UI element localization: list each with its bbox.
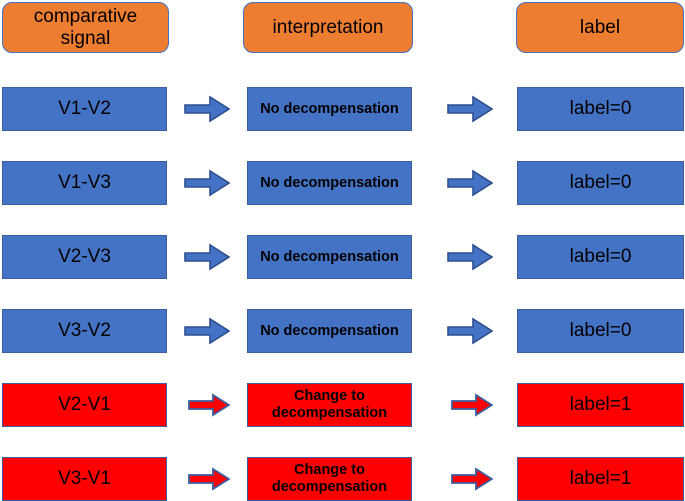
header-label-label: label — [579, 16, 621, 38]
label-box-row-6: label=1 — [517, 457, 684, 501]
right-block-arrow-icon — [447, 169, 493, 197]
interpretation-box-row-4: No decompensation — [247, 309, 412, 353]
right-block-arrow-icon — [184, 317, 230, 345]
right-block-arrow-icon — [447, 243, 493, 271]
right-block-arrow-icon — [447, 317, 493, 345]
interpretation-box-row-6: Change to decompensation — [247, 457, 412, 501]
interpretation-label-row-6-line-2: decompensation — [271, 479, 388, 495]
interpretation-label-row-5-line-1: Change to — [294, 388, 365, 405]
interpretation-label-row-2: No decompensation — [260, 175, 399, 191]
signal-label-row-1: V1-V2 — [58, 98, 111, 120]
label-value-row-3: label=0 — [569, 246, 632, 268]
signal-label-row-3: V2-V3 — [58, 246, 111, 268]
label-box-row-5: label=1 — [517, 383, 684, 427]
right-block-arrow-icon — [184, 243, 230, 271]
signal-box-row-6: V3-V1 — [2, 457, 167, 501]
right-block-arrow-icon — [451, 393, 493, 417]
signal-box-row-5: V2-V1 — [2, 383, 167, 427]
label-value-row-5: label=1 — [569, 394, 632, 416]
header-comparative-signal: comparative signal — [2, 2, 169, 53]
signal-label-row-2: V1-V3 — [58, 172, 111, 194]
right-block-arrow-icon — [184, 169, 230, 197]
interpretation-label-row-1: No decompensation — [260, 101, 399, 117]
label-value-row-4: label=0 — [569, 320, 632, 342]
interpretation-box-row-1: No decompensation — [247, 87, 412, 131]
signal-label-row-6: V3-V1 — [58, 468, 111, 490]
interpretation-label-row-3: No decompensation — [260, 249, 399, 265]
signal-label-row-5: V2-V1 — [58, 394, 111, 416]
signal-label-row-4: V3-V2 — [58, 320, 111, 342]
interpretation-label-row-6-line-1: Change to — [294, 462, 365, 479]
label-value-row-6: label=1 — [569, 468, 632, 490]
right-block-arrow-icon — [184, 95, 230, 123]
interpretation-box-row-5: Change to decompensation — [247, 383, 412, 427]
right-block-arrow-icon — [447, 95, 493, 123]
header-label: label — [516, 2, 684, 53]
label-box-row-4: label=0 — [517, 309, 684, 353]
interpretation-box-row-2: No decompensation — [247, 161, 412, 205]
interpretation-box-row-3: No decompensation — [247, 235, 412, 279]
right-block-arrow-icon — [188, 467, 230, 491]
interpretation-label-row-4: No decompensation — [260, 323, 399, 339]
header-interpretation: interpretation — [243, 2, 413, 53]
header-line-2: signal — [60, 27, 111, 49]
label-value-row-2: label=0 — [569, 172, 632, 194]
signal-box-row-2: V1-V3 — [2, 161, 167, 205]
interpretation-label-row-5-line-2: decompensation — [271, 405, 388, 421]
signal-box-row-3: V2-V3 — [2, 235, 167, 279]
label-box-row-2: label=0 — [517, 161, 684, 205]
right-block-arrow-icon — [451, 467, 493, 491]
signal-box-row-1: V1-V2 — [2, 87, 167, 131]
signal-box-row-4: V3-V2 — [2, 309, 167, 353]
label-box-row-3: label=0 — [517, 235, 684, 279]
label-value-row-1: label=0 — [569, 98, 632, 120]
header-interpretation-label: interpretation — [272, 16, 384, 38]
header-comparative-signal-label: comparative signal — [34, 6, 138, 49]
header-line-1: comparative — [33, 6, 138, 28]
right-block-arrow-icon — [188, 393, 230, 417]
label-box-row-1: label=0 — [517, 87, 684, 131]
